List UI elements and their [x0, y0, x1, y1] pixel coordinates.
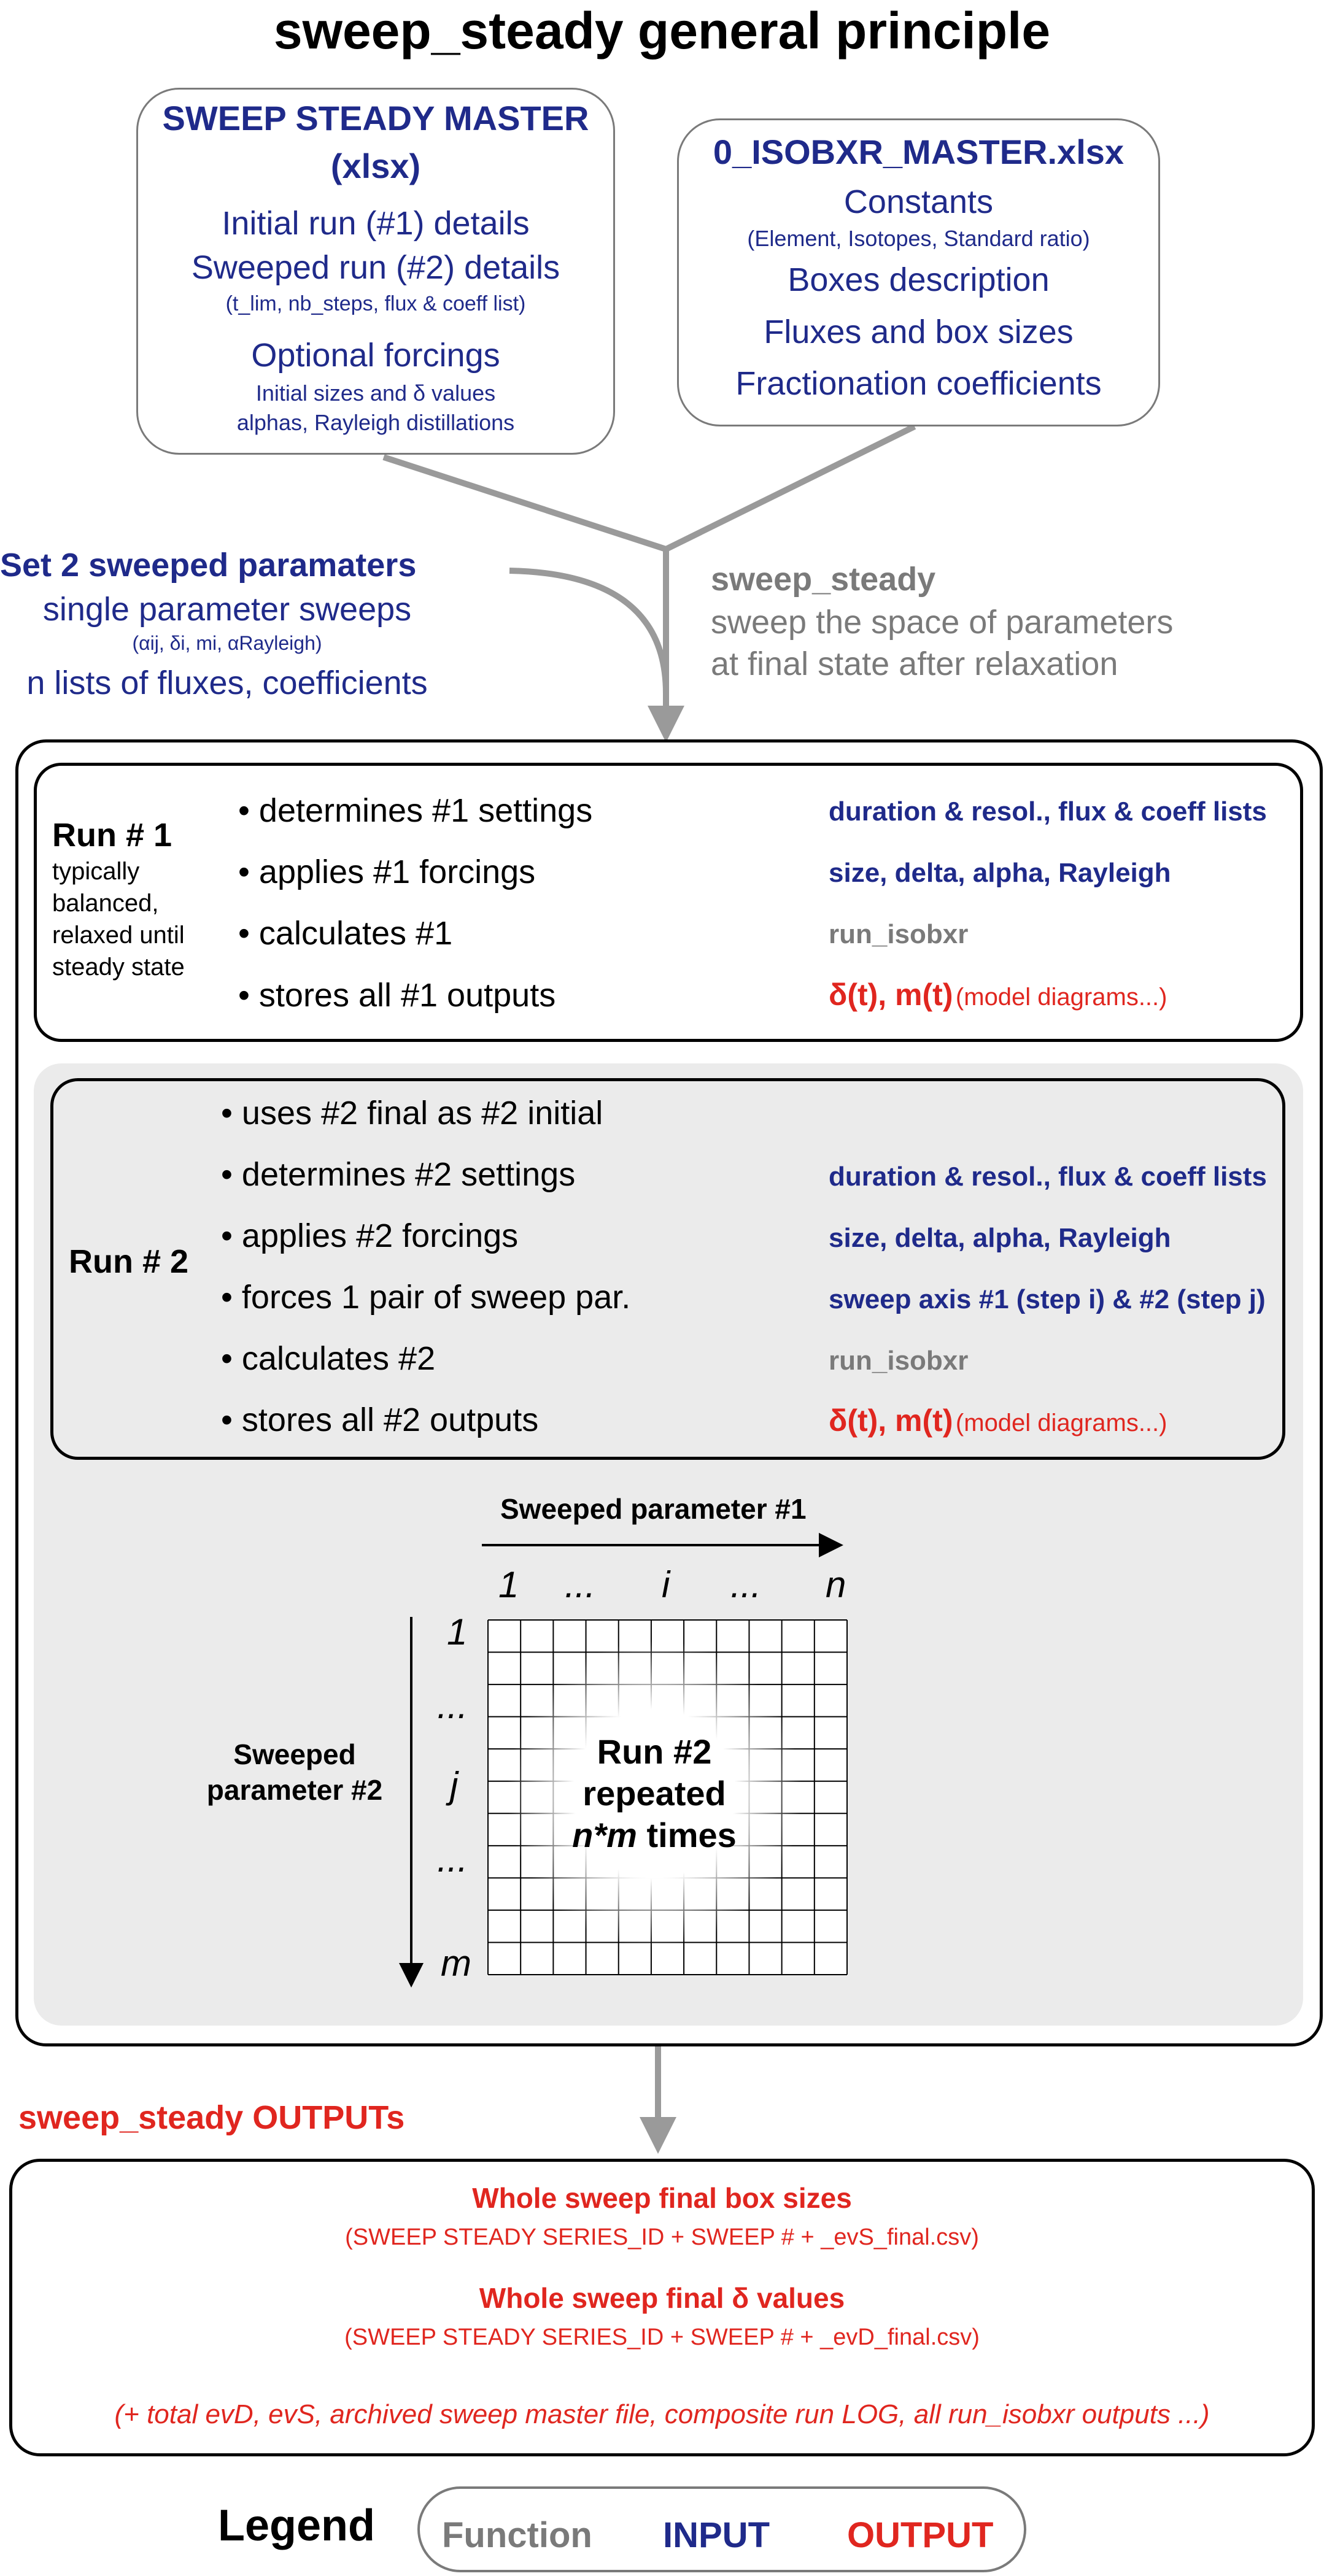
legend-box	[417, 2486, 1026, 2572]
run1-desc-3: relaxed until	[52, 922, 185, 949]
grid-xtick-1: 1	[498, 1564, 519, 1605]
run2-step-5: • calculates #2	[221, 1340, 436, 1377]
sweep-master-line5: Initial sizes and δ values	[255, 380, 496, 406]
run2-step-3: • applies #2 forcings	[221, 1217, 519, 1254]
run1-step-3: • calculates #1	[238, 915, 453, 952]
outputs-item1-title: Whole sweep final box sizes	[472, 2182, 852, 2214]
sweep-master-line6: alphas, Rayleigh distillations	[236, 410, 515, 435]
grid-ytick-4: ...	[437, 1838, 468, 1880]
run1-step-2: • applies #1 forcings	[238, 854, 536, 890]
grid-x-label: Sweeped parameter #1	[500, 1493, 807, 1525]
run2-output-main: δ(t), m(t)	[829, 1403, 953, 1438]
run2-source-1: duration & resol., flux & coeff lists	[829, 1162, 1267, 1192]
sweep-master-line3: (t_lim, nb_steps, flux & coeff list)	[225, 292, 526, 315]
run1-title: Run # 1	[52, 817, 172, 854]
isobxr-master-line2: (Element, Isotopes, Standard ratio)	[747, 226, 1090, 251]
isobxr-master-line3: Boxes description	[788, 261, 1050, 298]
run1-output-note: (model diagrams...)	[955, 984, 1167, 1011]
grid-center-rest: times	[637, 1816, 737, 1854]
isobxr-master-line4: Fluxes and box sizes	[764, 314, 1074, 350]
legend-output: OUTPUT	[847, 2515, 994, 2555]
run2-step-6: • stores all #2 outputs	[221, 1402, 539, 1438]
function-name: sweep_steady	[711, 561, 936, 598]
run2-step-2: • determines #2 settings	[221, 1156, 576, 1193]
run2-source-3: sweep axis #1 (step i) & #2 (step j)	[829, 1284, 1266, 1314]
run1-source-1: duration & resol., flux & coeff lists	[829, 796, 1267, 827]
outputs-item1-file: (SWEEP STEADY SERIES_ID + SWEEP # + _evS…	[345, 2224, 979, 2250]
sweep-master-box	[136, 88, 615, 455]
grid-xtick-2: ...	[565, 1564, 596, 1605]
run1-source-2: size, delta, alpha, Rayleigh	[829, 858, 1171, 888]
grid-center-label-2: repeated	[583, 1774, 726, 1813]
run1-desc-1: typically	[52, 858, 140, 885]
run2-step-4: • forces 1 pair of sweep par.	[221, 1279, 631, 1316]
grid-xtick-5: n	[826, 1564, 846, 1605]
run2-source-4: run_isobxr	[829, 1346, 969, 1376]
outputs-item2-title: Whole sweep final δ values	[479, 2282, 845, 2314]
sweep-input-line2: (αij, δi, mi, αRayleigh)	[132, 632, 322, 654]
function-desc-line1: sweep the space of parameters	[711, 604, 1174, 641]
legend-title: Legend	[218, 2501, 376, 2550]
isobxr-master-line1: Constants	[843, 183, 994, 220]
function-desc-line2: at final state after relaxation	[711, 646, 1118, 682]
grid-ytick-1: 1	[447, 1611, 468, 1652]
merge-connector	[382, 423, 916, 742]
run2-box	[50, 1078, 1285, 1460]
sweep-master-subtitle: (xlsx)	[330, 147, 421, 185]
run1-output: δ(t), m(t) (model diagrams...)	[829, 977, 1167, 1012]
grid-ytick-3: j	[450, 1765, 459, 1806]
grid-xtick-4: ...	[730, 1564, 762, 1605]
sweep-master-line2: Sweeped run (#2) details	[191, 249, 560, 286]
isobxr-master-box	[677, 118, 1160, 426]
sweep-input-line3: n lists of fluxes, coefficients	[26, 665, 428, 701]
run2-source-2: size, delta, alpha, Rayleigh	[829, 1223, 1171, 1253]
run2-output: δ(t), m(t) (model diagrams...)	[829, 1403, 1167, 1438]
grid-ytick-2: ...	[437, 1685, 468, 1726]
run2-output-note: (model diagrams...)	[955, 1409, 1167, 1436]
grid-xtick-3: i	[662, 1564, 670, 1605]
run1-step-4: • stores all #1 outputs	[238, 977, 556, 1014]
run1-source-3: run_isobxr	[829, 919, 969, 949]
run1-output-main: δ(t), m(t)	[829, 978, 953, 1012]
outputs-item2-file: (SWEEP STEADY SERIES_ID + SWEEP # + _evD…	[344, 2324, 980, 2350]
isobxr-master-line5: Fractionation coefficients	[735, 365, 1102, 402]
grid-center-label-1: Run #2	[597, 1732, 712, 1771]
legend-function: Function	[442, 2515, 592, 2555]
outputs-note: (+ total evD, evS, archived sweep master…	[114, 2399, 1210, 2429]
grid-y-label-2: parameter #2	[206, 1774, 383, 1806]
outputs-header: sweep_steady OUTPUTs	[18, 2099, 405, 2136]
sweep-master-line4: Optional forcings	[251, 337, 500, 374]
run2-title: Run # 2	[69, 1243, 189, 1280]
run1-desc-4: steady state	[52, 954, 185, 981]
legend-input: INPUT	[663, 2515, 770, 2555]
run2-step-1: • uses #2 final as #2 initial	[221, 1095, 603, 1132]
run1-box	[34, 763, 1303, 1042]
outputs-connector	[640, 2045, 676, 2154]
isobxr-master-title: 0_ISOBXR_MASTER.xlsx	[713, 133, 1125, 171]
sweep-master-line1: Initial run (#1) details	[222, 205, 530, 242]
sweep-master-title: SWEEP STEADY MASTER	[162, 99, 589, 137]
run1-desc-2: balanced,	[52, 890, 159, 917]
grid-y-label-1: Sweeped	[233, 1738, 356, 1770]
page-title: sweep_steady general principle	[273, 2, 1051, 60]
grid-ytick-5: m	[441, 1943, 471, 1984]
grid-center-italic: n*m	[572, 1816, 637, 1854]
run1-step-1: • determines #1 settings	[238, 792, 593, 829]
outputs-box	[9, 2159, 1315, 2456]
sweep-input-title: Set 2 sweeped paramaters	[0, 547, 417, 584]
grid-center-label-3: n*m times	[532, 1815, 777, 1855]
sweep-input-line1: single parameter sweeps	[42, 591, 412, 628]
